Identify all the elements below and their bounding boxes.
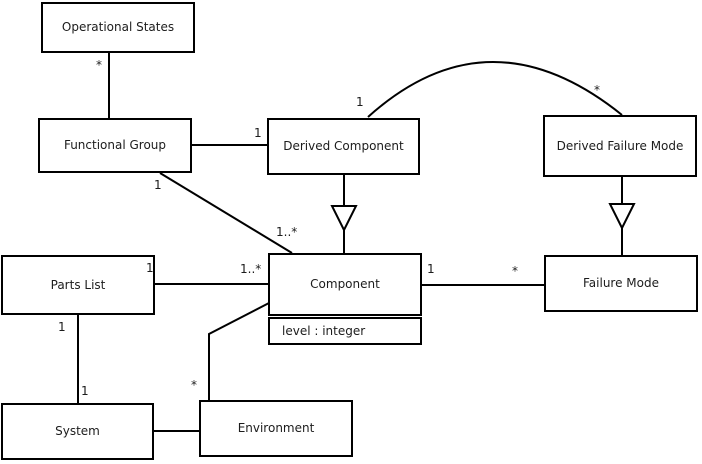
mult-dc-dfm-star: * (594, 83, 600, 97)
attribute-label: level : integer (282, 324, 366, 338)
generalization-triangle-icon (608, 203, 636, 231)
class-functional-group[interactable]: Functional Group (38, 118, 192, 173)
mult-pl-comp-many: 1..* (240, 262, 262, 276)
class-parts-list[interactable]: Parts List (1, 255, 155, 315)
edge-functional-group-component (159, 172, 293, 254)
mult-fg-dc-one: 1 (254, 126, 262, 140)
edge-derived-component-derived-failure-mode-arc (367, 61, 623, 118)
mult-comp-fm-star: * (512, 264, 518, 278)
class-system[interactable]: System (1, 403, 154, 460)
mult-env-comp-star: * (191, 378, 197, 392)
mult-fg-comp-one: 1 (154, 178, 162, 192)
class-environment[interactable]: Environment (199, 400, 353, 457)
mult-pl-sys-one-bot: 1 (81, 384, 89, 398)
class-name-label: Derived Failure Mode (556, 138, 684, 153)
mult-pl-comp-one: 1 (146, 261, 154, 275)
class-failure-mode[interactable]: Failure Mode (544, 255, 698, 312)
class-name-label: Derived Component (283, 139, 404, 154)
class-name-label: Failure Mode (583, 276, 659, 291)
class-component[interactable]: Component (268, 253, 422, 316)
class-name-label: Functional Group (63, 138, 167, 153)
mult-fg-comp-many: 1..* (276, 225, 298, 239)
class-name-label: Parts List (50, 277, 106, 292)
mult-comp-fm-one: 1 (427, 262, 435, 276)
mult-os-fg-star: * (96, 58, 102, 72)
generalization-triangle-icon (330, 205, 358, 233)
class-component-attributes[interactable]: level : integer (268, 317, 422, 345)
class-name-label: System (55, 424, 100, 439)
class-derived-failure-mode[interactable]: Derived Failure Mode (543, 115, 697, 177)
mult-pl-sys-one-top: 1 (58, 320, 66, 334)
edge-environment-component (208, 302, 270, 400)
class-name-label: Environment (237, 421, 315, 436)
class-derived-component[interactable]: Derived Component (267, 118, 420, 175)
mult-dc-dfm-one: 1 (356, 95, 364, 109)
class-name-label: Operational States (61, 20, 175, 35)
class-name-label: Component (310, 277, 380, 292)
class-operational-states[interactable]: Operational States (41, 2, 195, 53)
